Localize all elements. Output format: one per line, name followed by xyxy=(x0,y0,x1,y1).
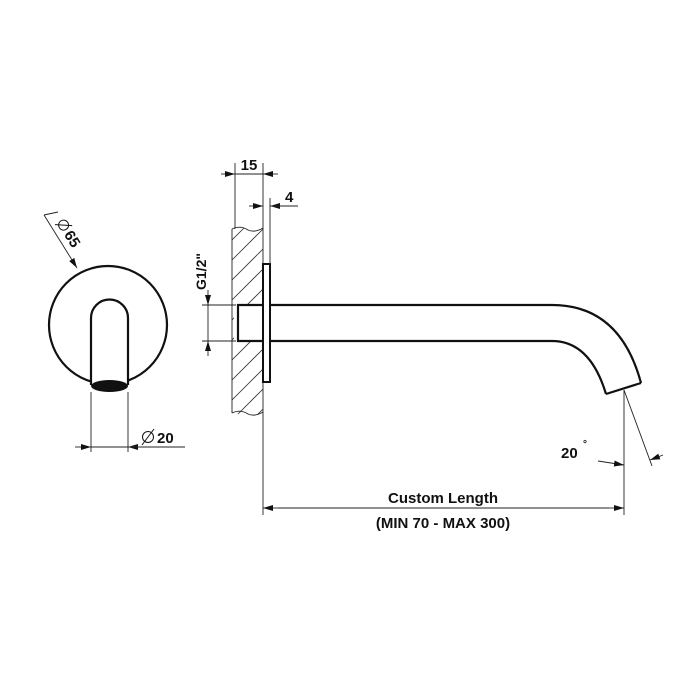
wall-depth-label: 15 xyxy=(241,157,258,174)
side-view: 15 4 G1/2" 20 ° Custom Length (MIN 70 - … xyxy=(193,157,664,532)
flange-thickness-label: 4 xyxy=(285,189,294,206)
spout-outlet-ellipse xyxy=(91,380,128,392)
spout-tube-front xyxy=(89,298,130,385)
spout-body-inner xyxy=(270,339,608,395)
length-range-label: (MIN 70 - MAX 300) xyxy=(376,515,510,532)
spout-outlet-face xyxy=(605,381,642,396)
angle-label: 20 xyxy=(561,445,578,462)
wall-flange xyxy=(262,263,271,383)
front-view: 65 20 xyxy=(43,211,185,452)
diameter-symbol-icon xyxy=(58,219,70,231)
plate-diameter-leader xyxy=(43,214,78,269)
thread-size-label: G1/2" xyxy=(193,253,209,290)
spout-diameter-label: 20 xyxy=(157,430,174,447)
plate-diameter-label: 65 xyxy=(60,228,83,251)
spout-body-outer xyxy=(270,303,643,384)
angle-reference-line xyxy=(623,389,653,467)
threaded-nipple xyxy=(236,303,263,343)
diameter-symbol-icon xyxy=(142,431,154,443)
custom-length-label: Custom Length xyxy=(388,490,498,507)
degree-symbol: ° xyxy=(583,439,587,450)
